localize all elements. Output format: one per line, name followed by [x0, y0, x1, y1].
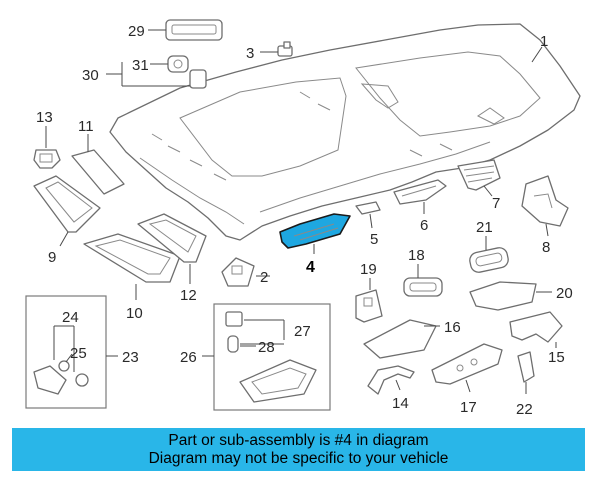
part-5-clip — [355, 201, 381, 215]
part-13-bracket — [33, 149, 61, 169]
part-20-trim — [469, 281, 537, 311]
part-15-handle — [509, 311, 563, 343]
part-8-cover — [521, 175, 569, 227]
part-30-socket — [189, 69, 207, 89]
part-16-panel — [363, 319, 437, 359]
part-10-sun-visor — [83, 233, 181, 283]
callout-10: 10 — [126, 305, 143, 322]
banner-line-2: Diagram may not be specific to your vehi… — [148, 449, 449, 467]
leader-30 — [106, 62, 190, 87]
callout-16: 16 — [444, 319, 461, 336]
part-19-socket — [355, 289, 383, 323]
leader-7 — [483, 185, 493, 197]
callout-13: 13 — [36, 109, 53, 126]
part-7-vent — [457, 159, 501, 191]
callout-4: 4 — [306, 259, 315, 276]
leader-17 — [465, 379, 471, 393]
callout-3: 3 — [246, 45, 254, 62]
part-26-console-lamp — [239, 359, 317, 403]
leader-8 — [545, 223, 549, 237]
callout-22: 22 — [516, 401, 533, 418]
part-11-mirror-cover — [71, 149, 125, 195]
box-26 — [213, 303, 331, 411]
leader-5 — [369, 213, 373, 229]
box-23 — [25, 295, 107, 409]
callout-7: 7 — [492, 195, 500, 212]
callout-12: 12 — [180, 287, 197, 304]
callout-15: 15 — [548, 349, 565, 366]
callout-26: 26 — [180, 349, 197, 366]
callout-1: 1 — [540, 33, 548, 50]
parts-diagram: 1 29 31 30 3 13 11 9 — [25, 19, 581, 418]
callout-14: 14 — [392, 395, 409, 412]
part-9-sun-visor — [33, 175, 101, 233]
part-14-handle — [367, 365, 415, 395]
callout-24: 24 — [62, 309, 79, 326]
banner-line-1: Part or sub-assembly is #4 in diagram — [168, 431, 429, 449]
leader-24 — [53, 325, 75, 372]
callout-2: 2 — [260, 269, 268, 286]
part-12-sun-visor — [137, 213, 207, 263]
callout-21: 21 — [476, 219, 493, 236]
leader-1 — [531, 46, 543, 63]
part-25-bulb — [58, 360, 89, 387]
part-27-switch — [225, 311, 243, 327]
part-6-trim — [393, 179, 447, 205]
callout-8: 8 — [542, 239, 550, 256]
part-4-shape — [279, 213, 351, 249]
callout-18: 18 — [408, 247, 425, 264]
part-4-trim-highlighted — [279, 213, 351, 249]
callout-28: 28 — [258, 339, 275, 356]
callout-23: 23 — [122, 349, 139, 366]
callout-25: 25 — [70, 345, 87, 362]
part-21-lamp — [469, 247, 509, 273]
callout-19: 19 — [360, 261, 377, 278]
leader-14 — [395, 379, 401, 391]
callout-27: 27 — [294, 323, 311, 340]
part-3-clip — [277, 41, 293, 57]
callout-20: 20 — [556, 285, 573, 302]
callout-5: 5 — [370, 231, 378, 248]
part-28-bulb — [227, 335, 239, 353]
callout-30: 30 — [82, 67, 99, 84]
callout-29: 29 — [128, 23, 145, 40]
part-22-bracket — [517, 351, 535, 383]
callout-11: 11 — [78, 118, 94, 135]
part-17-console — [431, 343, 503, 385]
callout-6: 6 — [420, 217, 428, 234]
leader-25 — [65, 353, 73, 363]
part-headliner — [109, 23, 581, 241]
callout-9: 9 — [48, 249, 56, 266]
part-29-console-lamp — [165, 19, 223, 41]
part-31-bulb — [167, 55, 189, 73]
part-24-lamp — [33, 365, 67, 395]
leader-9 — [59, 231, 69, 247]
callout-31: 31 — [132, 57, 149, 74]
callout-17: 17 — [460, 399, 477, 416]
leader-27 — [240, 319, 285, 345]
part-18-lamp — [403, 277, 443, 297]
part-2-bracket — [221, 257, 255, 287]
info-banner: Part or sub-assembly is #4 in diagram Di… — [12, 428, 585, 471]
